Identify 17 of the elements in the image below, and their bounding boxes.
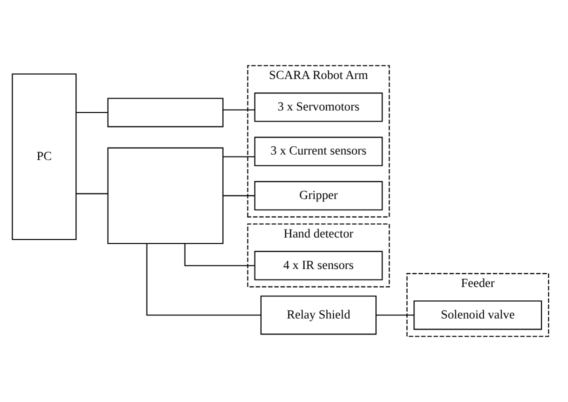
node-box: Relay Shield bbox=[260, 296, 377, 335]
connector bbox=[223, 195, 255, 196]
node-box: Solenoid valve bbox=[414, 300, 542, 330]
connector bbox=[223, 109, 255, 110]
node-box bbox=[107, 98, 224, 128]
connector bbox=[76, 112, 108, 114]
node-box: 3 x Current sensors bbox=[254, 136, 383, 166]
connector bbox=[184, 243, 254, 266]
connector bbox=[376, 314, 414, 316]
connector bbox=[76, 193, 108, 194]
connector bbox=[223, 156, 255, 158]
connector bbox=[146, 244, 261, 316]
node-box: 4 x IR sensors bbox=[254, 250, 383, 280]
node-box bbox=[107, 147, 224, 244]
node-box: Gripper bbox=[254, 181, 383, 210]
node-box: PC bbox=[12, 74, 77, 240]
node-box: 3 x Servomotors bbox=[254, 92, 383, 122]
